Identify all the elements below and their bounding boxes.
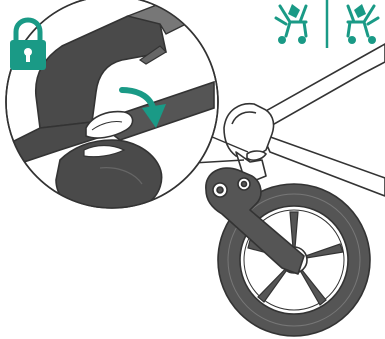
stroller-direction-icons — [276, 0, 378, 48]
magnified-detail — [0, 0, 218, 214]
stroller-frame — [224, 44, 385, 196]
stroller-icon-right — [348, 4, 378, 44]
release-tab[interactable] — [247, 151, 266, 160]
stroller-icon-left — [276, 4, 306, 44]
lock-icon — [10, 20, 46, 70]
